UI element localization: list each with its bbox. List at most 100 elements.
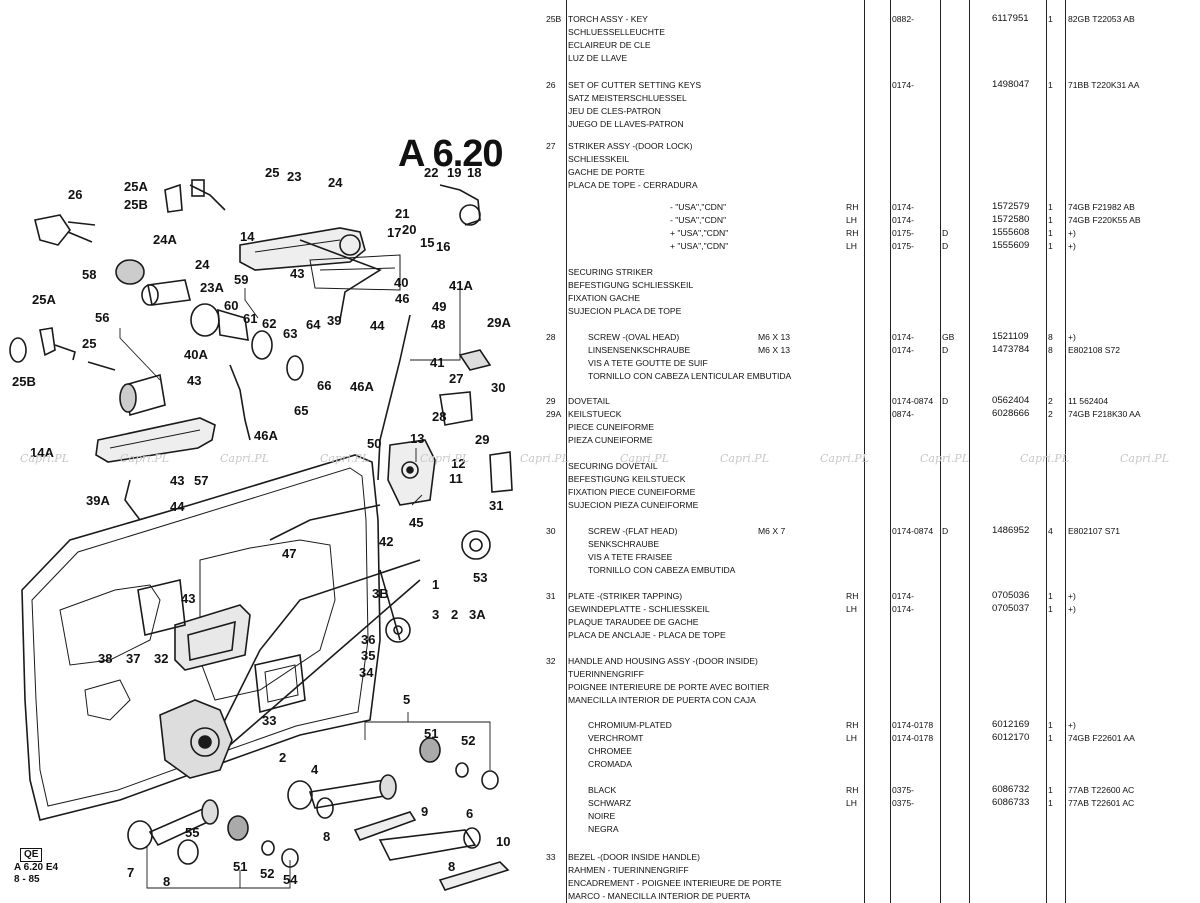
- quantity: 1: [1048, 202, 1053, 212]
- quantity: 1: [1048, 720, 1053, 730]
- description-line: SCREW -(FLAT HEAD): [588, 526, 678, 536]
- callout-c17: 17: [387, 225, 402, 240]
- linkage-rods-shape: [124, 239, 492, 541]
- callout-c12: 12: [451, 456, 466, 471]
- callout-c43_mid: 43: [187, 373, 202, 388]
- description-line: POIGNEE INTERIEURE DE PORTE AVEC BOITIER: [568, 681, 770, 692]
- callout-c25_left: 25: [82, 336, 97, 351]
- market-flag: D: [942, 344, 949, 355]
- ref-number: 25B: [546, 14, 562, 24]
- callout-c8_right: 8: [448, 859, 456, 874]
- variant-label: - "USA","CDN": [670, 215, 727, 225]
- callout-c5: 5: [403, 692, 411, 707]
- description-line: TORNILLO CON CABEZA EMBUTIDA: [588, 564, 736, 575]
- callout-c18: 18: [467, 165, 482, 180]
- date-range: 0375-: [892, 785, 914, 795]
- callout-c24a: 24A: [153, 232, 177, 247]
- window-regulator-shape: [214, 559, 421, 746]
- engineering-code: E802107 S71: [1068, 526, 1121, 536]
- callout-c2_low: 2: [279, 750, 287, 765]
- description-line: PLACA DE ANCLAJE - PLACA DE TOPE: [568, 629, 726, 640]
- callout-c14a: 14A: [30, 445, 54, 460]
- callout-c25b_top: 25B: [124, 197, 148, 212]
- description-line: VIS A TETE FRAISEE: [588, 551, 673, 562]
- engineering-code: +): [1068, 591, 1076, 601]
- part-number: 1555609: [992, 240, 1030, 251]
- quantity: 1: [1048, 80, 1053, 90]
- description-line: SCREW -(OVAL HEAD): [588, 332, 680, 342]
- date-range: 0174-0874: [892, 396, 934, 406]
- engineering-code: 74GB F21982 AB: [1068, 202, 1135, 212]
- callout-c8_low: 8: [163, 874, 171, 889]
- callout-c52_low: 52: [260, 866, 275, 881]
- callout-c24_top: 24: [328, 175, 343, 190]
- side-value: RH: [846, 720, 859, 730]
- footer-line-2: 8 - 85: [14, 874, 40, 885]
- column-divider: [890, 0, 891, 903]
- callout-c6: 6: [466, 806, 474, 821]
- variant-label: - "USA","CDN": [670, 202, 727, 212]
- inside-handle-shape: [137, 579, 306, 714]
- description-line: NOIRE: [588, 810, 616, 821]
- watermark-text: Capri.PL: [320, 452, 369, 465]
- part-number: 0705037: [992, 602, 1030, 614]
- description-line: SECURING STRIKER: [568, 267, 653, 277]
- description-line: CHROMEE: [588, 745, 632, 756]
- description-line: SECURING DOVETAIL: [568, 461, 658, 471]
- description-line: ENCADREMENT - POIGNEE INTERIEURE DE PORT…: [568, 877, 782, 888]
- description-line: PLACA DE TOPE - CERRADURA: [568, 179, 698, 190]
- callout-c3b: 3B: [372, 586, 389, 601]
- callout-c51_low: 51: [233, 859, 248, 874]
- watermark-text: Capri.PL: [1020, 452, 1069, 465]
- description-line: TORNILLO CON CABEZA LENTICULAR EMBUTIDA: [588, 370, 792, 381]
- outside-handle-shape: [239, 227, 366, 271]
- callout-c44_top: 44: [370, 318, 385, 333]
- screw-size: M6 X 13: [758, 344, 791, 355]
- quantity: 1: [1048, 797, 1053, 808]
- description-line: BEZEL -(DOOR INSIDE HANDLE): [568, 852, 700, 862]
- description-line: GACHE DE PORTE: [568, 166, 645, 177]
- quantity: 1: [1048, 591, 1053, 601]
- date-range: 0874-: [892, 408, 914, 419]
- quantity: 1: [1048, 732, 1053, 743]
- callout-c26: 26: [68, 187, 83, 202]
- date-range: 0174-: [892, 344, 914, 355]
- callout-c55: 55: [185, 825, 200, 840]
- callout-c36: 36: [361, 632, 376, 647]
- screw-size: M6 X 13: [758, 332, 791, 342]
- description-line: CHROMIUM-PLATED: [588, 720, 672, 730]
- description-line: SET OF CUTTER SETTING KEYS: [568, 80, 702, 90]
- callout-c3a: 3A: [469, 607, 486, 622]
- screw-size: M6 X 7: [758, 526, 786, 536]
- callout-c46a_low: 46A: [254, 428, 278, 443]
- callout-c25_top: 25: [265, 165, 280, 180]
- description-line: LUZ DE LLAVE: [568, 52, 628, 63]
- callout-c43_top: 43: [290, 266, 305, 281]
- part-number: 0705036: [992, 590, 1030, 601]
- callout-c46: 46: [395, 291, 410, 306]
- diagram-drawing: [9, 179, 513, 891]
- date-range: 0174-: [892, 591, 914, 601]
- engineering-code: +): [1068, 228, 1076, 238]
- engineering-code: 82GB T22053 AB: [1068, 14, 1135, 24]
- side-value: RH: [846, 202, 859, 212]
- description-line: VIS A TETE GOUTTE DE SUIF: [588, 357, 708, 368]
- description-line: BEFESTIGUNG SCHLIESSKEIL: [568, 279, 694, 290]
- callout-c41a: 41A: [449, 278, 473, 293]
- part-number: 6086733: [992, 796, 1030, 808]
- callout-c60: 60: [224, 298, 239, 313]
- date-range: 0174-: [892, 202, 914, 212]
- market-flag: D: [942, 526, 949, 536]
- engineering-code: 74GB F220K55 AB: [1068, 215, 1141, 225]
- quantity: 1: [1048, 228, 1053, 238]
- part-number: 1521109: [992, 331, 1029, 342]
- column-divider: [1046, 0, 1047, 903]
- callout-c41: 41: [430, 355, 445, 370]
- callout-c40a: 40A: [184, 347, 208, 362]
- description-line: BLACK: [588, 785, 617, 795]
- engineering-code: 71BB T220K31 AA: [1068, 80, 1140, 90]
- callout-c2_top: 2: [451, 607, 459, 622]
- part-number: 6086732: [992, 784, 1030, 795]
